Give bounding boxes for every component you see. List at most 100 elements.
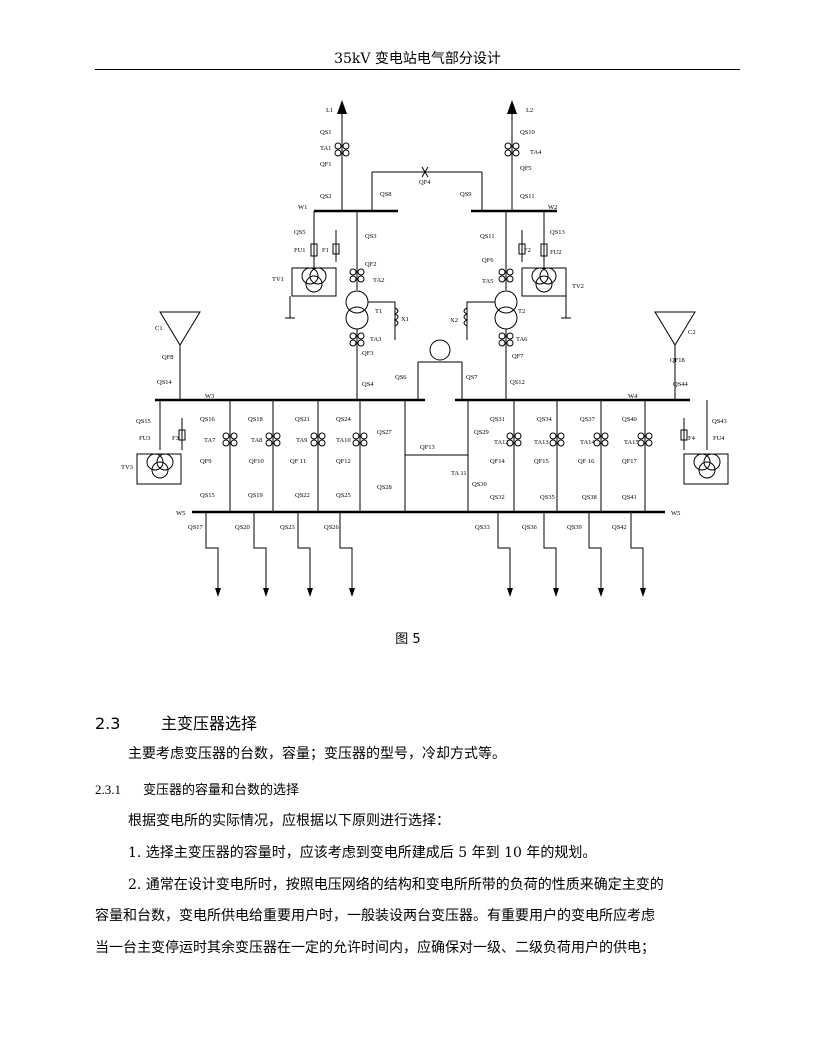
diagram-label: QS26 — [324, 524, 340, 531]
diagram-label: QF17 — [622, 458, 638, 465]
diagram-label: T1 — [375, 308, 382, 315]
subsection-number: 2.3.1 — [95, 782, 121, 797]
section-intro: 主要考虑变压器的台数，容量；变压器的型号，冷却方式等。 — [128, 746, 506, 762]
diagram-label: W3 — [205, 393, 214, 400]
diagram-label: L2 — [526, 107, 533, 114]
diagram-label: QF12 — [336, 458, 351, 465]
page-header: 35kV 变电站电气部分设计 — [334, 51, 501, 67]
diagram-label: QS16 — [200, 416, 216, 423]
diagram-label: QF8 — [162, 354, 174, 361]
diagram-label: TV1 — [272, 276, 284, 283]
diagram-label: QS5 — [294, 229, 306, 236]
diagram-label: QS15 — [136, 418, 151, 425]
diagram-label: QF3 — [362, 350, 374, 357]
diagram-label: QS40 — [622, 416, 637, 423]
diagram-label: T2 — [518, 308, 525, 315]
diagram-label: QS17 — [188, 524, 204, 531]
diagram-label: QS21 — [295, 416, 310, 423]
diagram-label: TV3 — [121, 464, 133, 471]
diagram-label: QF15 — [534, 458, 549, 465]
figure-caption: 图 5 — [395, 632, 421, 647]
diagram-label: QS43 — [712, 418, 727, 425]
diagram-label: W1 — [298, 204, 307, 211]
diagram-label: TA8 — [251, 437, 262, 444]
diagram-label: QS18 — [248, 416, 263, 423]
diagram-label: TA7 — [204, 437, 216, 444]
diagram-label: QS19 — [248, 492, 263, 499]
diagram-label: QS38 — [582, 494, 597, 501]
diagram-label: X1 — [401, 316, 409, 323]
diagram-label: F1 — [322, 247, 329, 254]
diagram-label: QF6 — [482, 257, 494, 264]
diagram-label: QS33 — [475, 524, 490, 531]
diagram-label: QS23 — [280, 524, 295, 531]
paragraph: 2. 通常在设计变电所时，按照电压网络的结构和变电所所带的负荷的性质来确定主变的 — [128, 877, 664, 893]
diagram-label: TA13 — [534, 439, 549, 446]
section-title: 主变压器选择 — [161, 714, 258, 733]
diagram-label: TA4 — [530, 149, 542, 156]
diagram-label: TA3 — [370, 336, 381, 343]
diagram-label: F3 — [172, 435, 179, 442]
diagram-label: QS11 — [480, 233, 495, 240]
diagram-label: TA12 — [494, 439, 509, 446]
diagram-label: QS39 — [567, 524, 582, 531]
section-number: 2.3 — [95, 714, 121, 733]
diagram-label: QS41 — [622, 494, 637, 501]
diagram-label: TA5 — [482, 278, 493, 285]
diagram-label: QS32 — [490, 494, 505, 501]
paragraph: 容量和台数，变电所供电给重要用户时，一般装设两台变压器。有重要用户的变电所应考虑 — [95, 908, 655, 924]
diagram-label: QS35 — [540, 494, 555, 501]
diagram-label: QF7 — [512, 353, 524, 360]
diagram-label: QS2 — [320, 193, 332, 200]
diagram-label: QS37 — [580, 416, 596, 423]
diagram-label: QS31 — [490, 416, 505, 423]
diagram-label: TA2 — [373, 277, 384, 284]
paragraph: 1. 选择主变压器的容量时，应该考虑到变电所建成后 5 年到 10 年的规划。 — [128, 845, 597, 861]
diagram-label: QS24 — [336, 416, 352, 423]
diagram-label: QS7 — [466, 374, 478, 381]
diagram-label: QS11 — [520, 193, 535, 200]
diagram-label: X2 — [450, 317, 458, 324]
diagram-label: QF 11 — [290, 458, 306, 465]
diagram-label: L1 — [326, 107, 333, 114]
diagram-label: W5 — [176, 510, 185, 517]
diagram-label: W4 — [628, 393, 638, 400]
diagram-label: QF2 — [365, 261, 377, 268]
diagram-label: QS28 — [377, 484, 392, 491]
diagram-label: QS12 — [510, 379, 525, 386]
diagram-label: QS20 — [235, 524, 250, 531]
diagram-label: QF13 — [420, 444, 435, 451]
diagram-label: F4 — [688, 435, 696, 442]
subsection-title: 变压器的容量和台数的选择 — [143, 783, 300, 798]
diagram-label: TA 11 — [451, 470, 467, 477]
diagram-label: F2 — [524, 247, 531, 254]
diagram-label: QS9 — [460, 191, 472, 198]
diagram-label: TA10 — [336, 437, 351, 444]
paragraph: 根据变电所的实际情况，应根据以下原则进行选择： — [128, 813, 450, 829]
diagram-label: QF5 — [520, 165, 532, 172]
diagram-label: TA9 — [296, 437, 307, 444]
diagram-label: QF1 — [320, 161, 332, 168]
diagram-label: QF14 — [490, 458, 506, 465]
diagram-label: QF4 — [419, 179, 431, 186]
diagram-label: QS10 — [520, 129, 535, 136]
diagram-label: TA6 — [516, 336, 528, 343]
section-heading: 2.3 主变压器选择 — [95, 710, 257, 734]
diagram-label: QS25 — [336, 492, 351, 499]
diagram-label: QS8 — [380, 191, 392, 198]
diagram-label: QF 16 — [578, 458, 595, 465]
diagram-label: TA1 — [320, 145, 331, 152]
diagram-label: QS15 — [200, 492, 215, 499]
diagram-label: QS44 — [673, 381, 689, 388]
header-rule — [95, 69, 740, 70]
diagram-label: QS30 — [472, 481, 487, 488]
diagram-label: C2 — [688, 329, 696, 336]
diagram-label: QS42 — [612, 524, 627, 531]
diagram-label: QS27 — [377, 429, 393, 436]
diagram-label: QF18 — [670, 357, 685, 364]
diagram-label: QS14 — [157, 379, 173, 386]
diagram-label: QS29 — [474, 429, 489, 436]
diagram-label: QS6 — [395, 374, 407, 381]
diagram-label: QF10 — [249, 458, 264, 465]
